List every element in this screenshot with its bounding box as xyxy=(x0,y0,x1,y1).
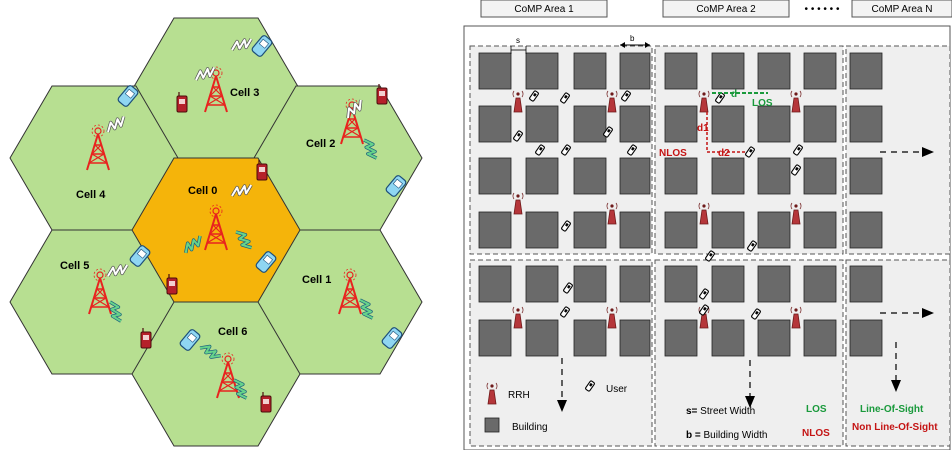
comp-area-2-label: CoMP Area 2 xyxy=(696,4,756,15)
legend-street-width: s= Street Width xyxy=(686,406,755,417)
cell-5-label: Cell 5 xyxy=(60,260,89,272)
phone-icon xyxy=(377,84,387,104)
legend-los-label: LOS xyxy=(806,404,827,415)
comp-area-ellipsis: • • • • • • xyxy=(805,4,840,15)
legend-nlos-label: NLOS xyxy=(802,428,830,439)
cell-hexagon-layout: Cell 0 Cell 1 Cell 2 Cell 3 Cell 4 Cell … xyxy=(10,18,422,446)
legend-user-label: User xyxy=(606,384,628,395)
comp-area-1-label: CoMP Area 1 xyxy=(514,4,574,15)
nlos-distance-2-label: d2 xyxy=(718,148,730,159)
cell-2-label: Cell 2 xyxy=(306,138,335,150)
cell-3-label: Cell 3 xyxy=(230,87,259,99)
comp-header: CoMP Area 1 CoMP Area 2 • • • • • • CoMP… xyxy=(481,0,952,17)
los-distance-label: d xyxy=(731,89,737,100)
los-label: LOS xyxy=(752,98,773,109)
street-width-symbol: s xyxy=(516,36,520,45)
building-width-symbol: b xyxy=(630,34,635,43)
nlos-label: NLOS xyxy=(659,148,687,159)
nlos-distance-1-label: d1 xyxy=(697,123,709,134)
comp-area-n-label: CoMP Area N xyxy=(872,4,933,15)
legend-building-label: Building xyxy=(512,422,548,433)
legend-los-description: Line-Of-Sight xyxy=(860,404,924,415)
cell-4-label: Cell 4 xyxy=(76,189,106,201)
cell-1-label: Cell 1 xyxy=(302,274,331,286)
legend-nlos-description: Non Line-Of-Sight xyxy=(852,422,938,433)
legend-building-width: b = Building Width xyxy=(686,430,767,441)
cell-0-label: Cell 0 xyxy=(188,185,217,197)
cell-6-label: Cell 6 xyxy=(218,326,247,338)
legend-building-swatch xyxy=(485,418,499,432)
urban-grid: s b xyxy=(464,26,950,450)
legend-rrh-label: RRH xyxy=(508,390,530,401)
